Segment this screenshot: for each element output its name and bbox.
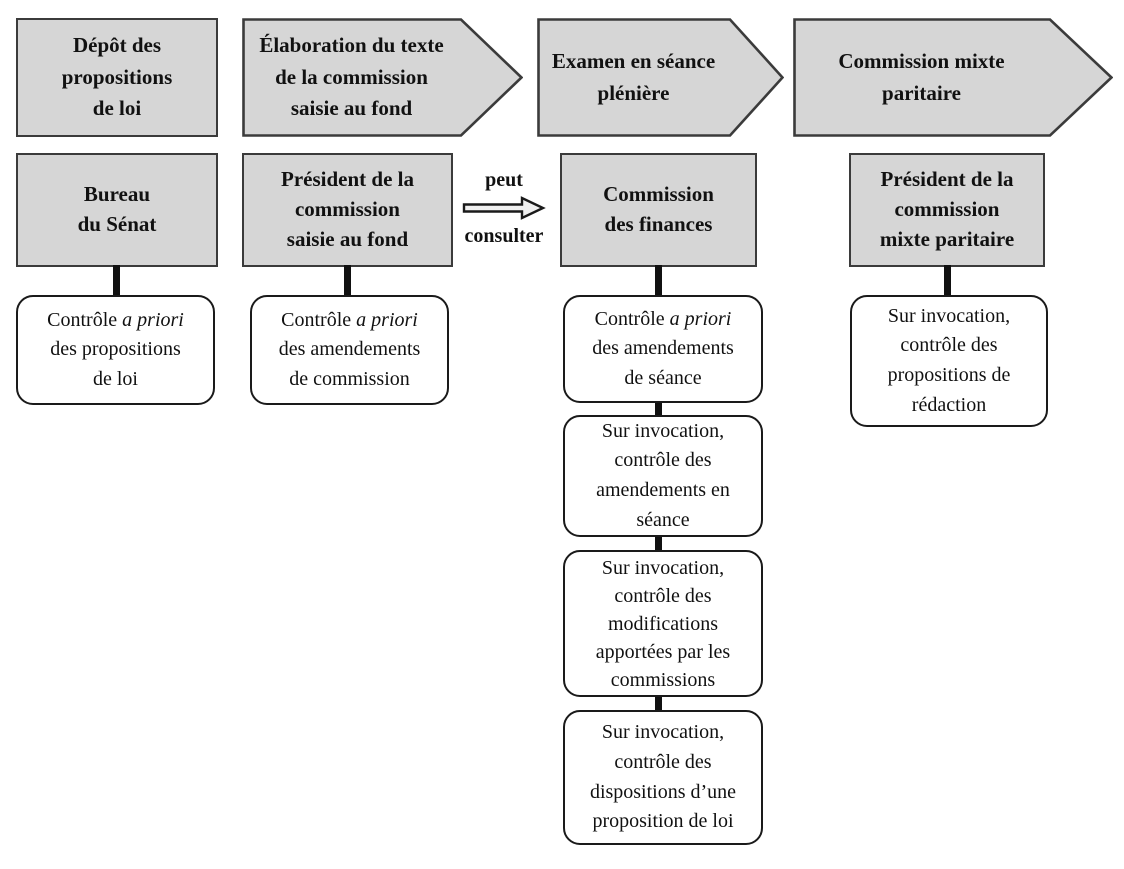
control-amendements-commission: Contrôle a priori des amendements de com… bbox=[250, 295, 449, 405]
connector-line bbox=[344, 265, 351, 296]
stage-arrow-shape bbox=[242, 18, 523, 137]
connector-line bbox=[113, 265, 120, 296]
consult-label-bottom: consulter bbox=[464, 225, 544, 247]
control-invocation-amendements-seance: Sur invocation, contrôle des amendements… bbox=[563, 415, 763, 537]
control-invocation-dispositions-proposition: Sur invocation, contrôle des disposition… bbox=[563, 710, 763, 845]
control-propositions-loi-text: Contrôle a priori des propositions de lo… bbox=[47, 308, 184, 390]
connector-line bbox=[655, 265, 662, 296]
consult-link: peut consulter bbox=[447, 168, 561, 248]
control-propositions-loi: Contrôle a priori des propositions de lo… bbox=[16, 295, 215, 405]
control-amendements-commission-text: Contrôle a priori des amendements de com… bbox=[278, 308, 421, 390]
control-amendements-seance-text: Contrôle a priori des amendements de séa… bbox=[592, 307, 734, 389]
control-invocation-amendements-seance-text: Sur invocation, contrôle des amendements… bbox=[596, 419, 730, 531]
control-invocation-propositions-redaction-text: Sur invocation, contrôle des proposition… bbox=[887, 304, 1011, 416]
stage-depot-label: Dépôt des propositions de loi bbox=[61, 33, 173, 121]
stage-examen-seance: Examen en séance plénière bbox=[537, 18, 784, 137]
stage-examen-label: Examen en séance plénière bbox=[551, 49, 716, 105]
stage-arrow-shape bbox=[537, 18, 784, 137]
connector-line bbox=[655, 401, 662, 417]
stage-commission-mixte: Commission mixte paritaire bbox=[793, 18, 1113, 137]
consult-label-top: peut bbox=[485, 169, 523, 191]
stage-elaboration-texte: Élaboration du texte de la commission sa… bbox=[242, 18, 523, 137]
stage-elaboration-label: Élaboration du texte de la commission sa… bbox=[259, 33, 444, 121]
stage-arrow-shape bbox=[793, 18, 1113, 137]
connector-line bbox=[944, 265, 951, 296]
actor-commission-finances-label: Commission des finances bbox=[603, 182, 714, 236]
control-invocation-propositions-redaction: Sur invocation, contrôle des proposition… bbox=[850, 295, 1048, 427]
actor-president-cmp: Président de la commission mixte paritai… bbox=[849, 153, 1045, 267]
actor-president-cmp-label: Président de la commission mixte paritai… bbox=[879, 167, 1015, 251]
consult-right-arrow-icon bbox=[462, 196, 546, 220]
connector-line bbox=[655, 535, 662, 552]
actor-commission-finances: Commission des finances bbox=[560, 153, 757, 267]
actor-bureau-senat: Bureau du Sénat bbox=[16, 153, 218, 267]
actor-president-commission-fond: Président de la commission saisie au fon… bbox=[242, 153, 453, 267]
control-amendements-seance: Contrôle a priori des amendements de séa… bbox=[563, 295, 763, 403]
control-invocation-modifications-commissions-text: Sur invocation, contrôle des modificatio… bbox=[595, 556, 731, 691]
actor-president-commission-fond-label: Président de la commission saisie au fon… bbox=[281, 167, 414, 251]
stage-depot-propositions: Dépôt des propositions de loi bbox=[16, 18, 218, 137]
control-invocation-dispositions-proposition-text: Sur invocation, contrôle des disposition… bbox=[589, 721, 737, 833]
actor-bureau-senat-label: Bureau du Sénat bbox=[77, 182, 157, 236]
control-invocation-modifications-commissions: Sur invocation, contrôle des modificatio… bbox=[563, 550, 763, 697]
connector-line bbox=[655, 695, 662, 712]
stage-commission-mixte-label: Commission mixte paritaire bbox=[838, 49, 1005, 105]
